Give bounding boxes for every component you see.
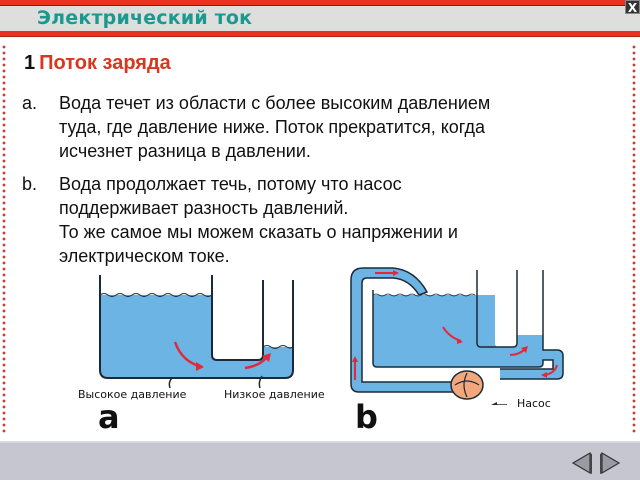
slide-heading-text: Поток заряда bbox=[39, 52, 171, 74]
title-stripe-top bbox=[0, 0, 640, 5]
diagram-letter-b: b bbox=[355, 398, 378, 436]
dotted-border-right bbox=[632, 44, 636, 434]
window-title: Электрический ток bbox=[37, 7, 253, 29]
slide-number: 1 bbox=[24, 52, 36, 74]
diagram-a: Высокое давление Низкое давление a bbox=[78, 270, 340, 440]
text-line: исчезнет разница в давлении. bbox=[59, 141, 311, 161]
text-line: туда, где давление ниже. Поток прекратит… bbox=[59, 117, 486, 137]
navigation-bar bbox=[0, 441, 640, 480]
title-stripe-bottom-shadow bbox=[0, 36, 640, 37]
close-button[interactable]: X bbox=[625, 0, 640, 15]
text-line: поддерживает разность давлений. bbox=[59, 198, 349, 218]
diagram-b: Насос b bbox=[345, 265, 575, 440]
text-line: Вода продолжает течь, потому что насос bbox=[59, 174, 402, 194]
text-line: электрическом токе. bbox=[59, 246, 230, 266]
dotted-border-left bbox=[2, 44, 6, 434]
prev-slide-button[interactable] bbox=[570, 451, 594, 475]
next-slide-button[interactable] bbox=[598, 451, 622, 475]
text-line: То же самое мы можем сказать о напряжени… bbox=[59, 222, 458, 242]
text-line: Вода течет из области с более высоким да… bbox=[59, 93, 491, 113]
label-pump: Насос bbox=[517, 397, 551, 410]
water-tanks-illustration bbox=[99, 275, 294, 389]
pump-circuit-illustration bbox=[350, 267, 564, 408]
list-marker: b. bbox=[22, 174, 38, 194]
title-band bbox=[0, 6, 640, 31]
diagram-letter-a: a bbox=[98, 398, 120, 436]
list-item-text: Вода течет из области с более высоким да… bbox=[59, 91, 619, 163]
title-bar: Электрический ток X bbox=[0, 0, 640, 40]
label-low-pressure: Низкое давление bbox=[224, 388, 325, 401]
list-marker: a. bbox=[22, 93, 38, 113]
title-stripe-bottom bbox=[0, 31, 640, 36]
title-stripe-top-shadow bbox=[0, 5, 640, 6]
label-high-pressure: Высокое давление bbox=[78, 388, 187, 401]
list-item-text: Вода продолжает течь, потому что насос п… bbox=[59, 172, 619, 268]
